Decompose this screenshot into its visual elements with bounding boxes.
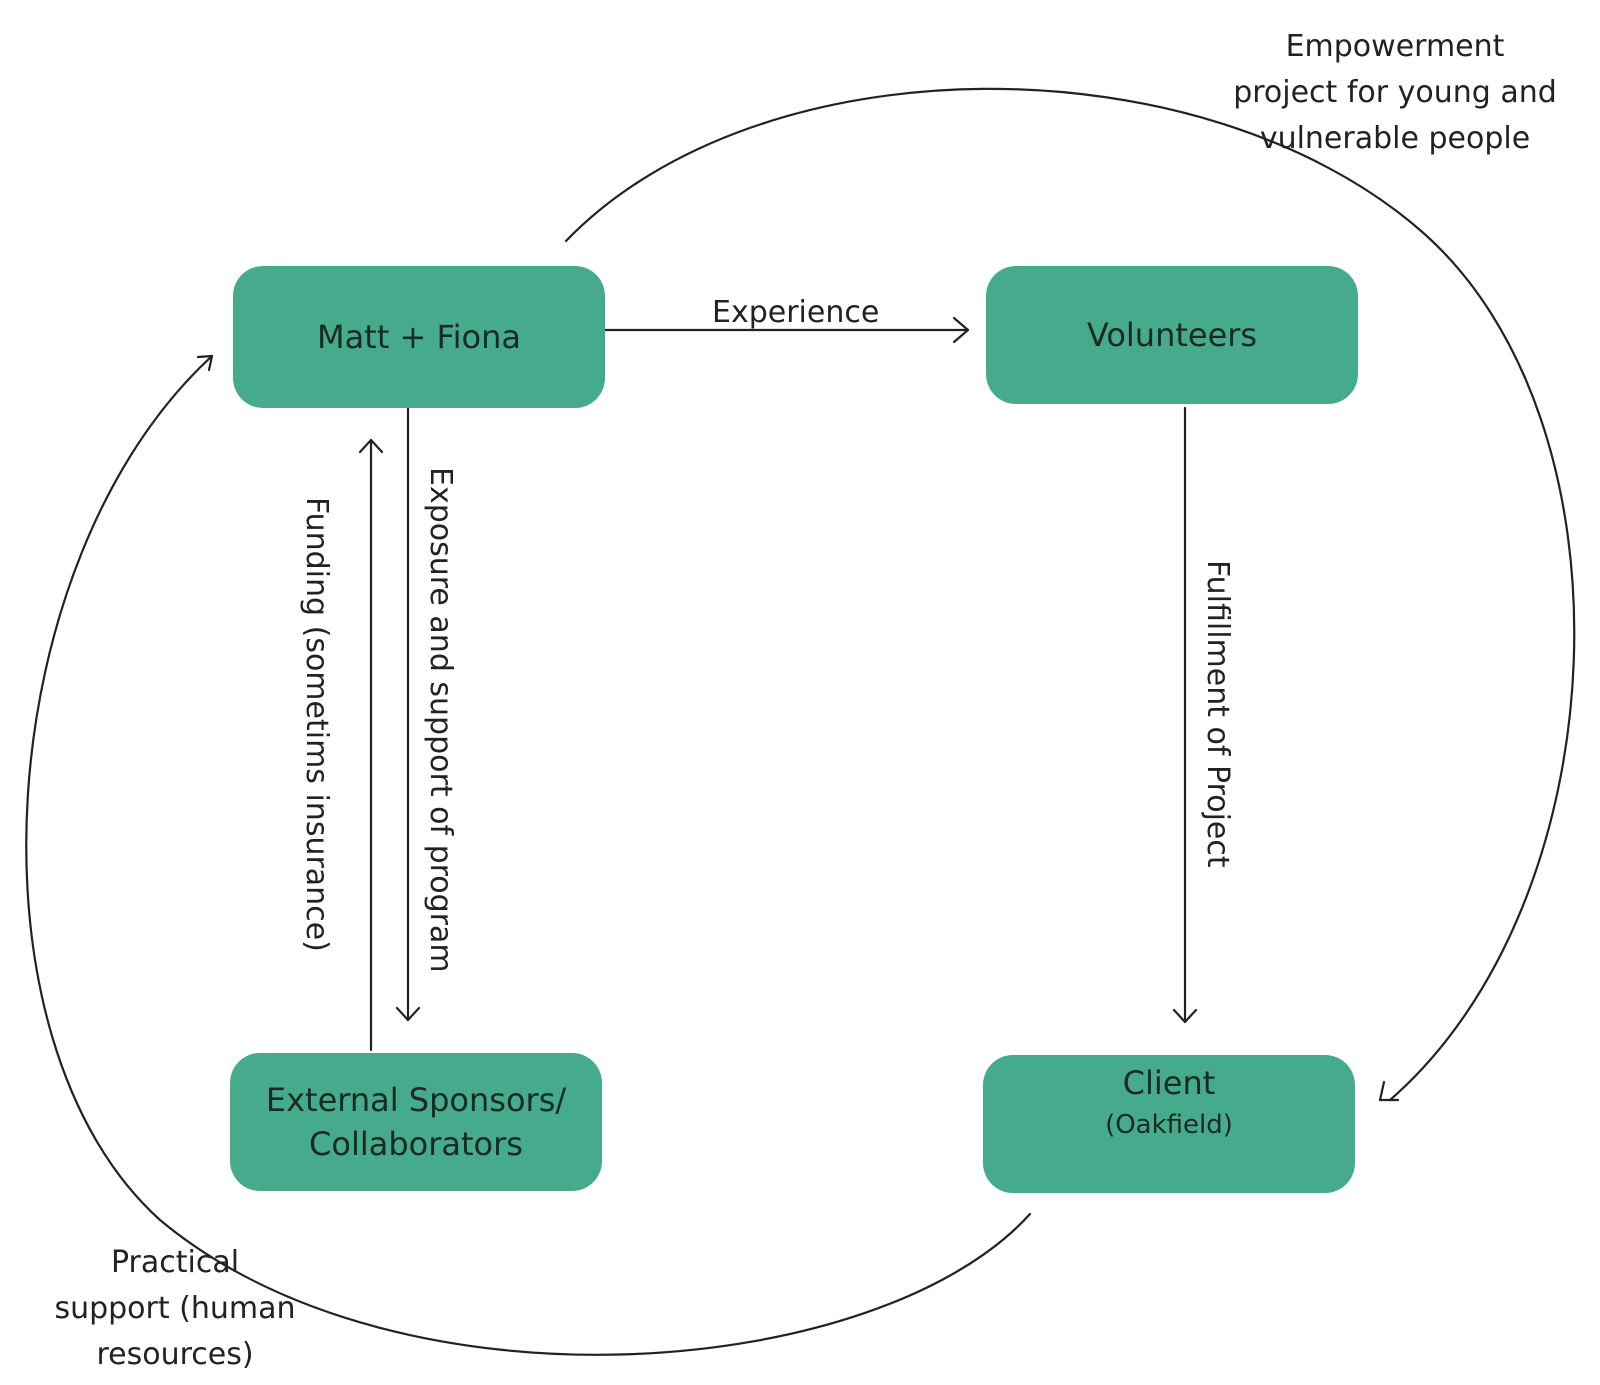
node-volunteers: Volunteers [986,266,1358,404]
label-empowerment: Empowerment project for young and vulner… [1220,24,1570,162]
node-matt-fiona: Matt + Fiona [233,266,605,408]
node-sponsors-line1: External Sponsors/ [265,1081,567,1119]
label-empowerment-line3: vulnerable people [1259,121,1531,156]
label-practical-line1: Practical [110,1245,240,1280]
empowerment-arc [564,87,1576,1102]
exposure-arrowhead [395,1006,421,1022]
label-fulfillment: Fulfillment of Project [1200,560,1235,868]
label-empowerment-line1: Empowerment [1285,29,1505,64]
label-practical-line2: support (human [54,1291,296,1326]
practical-support-arrowhead [196,354,214,372]
node-external-sponsors: External Sponsors/ Collaborators [230,1053,602,1191]
fulfillment-arrowhead [1172,1008,1198,1024]
node-client-line1: Client [1122,1064,1216,1102]
label-funding: Funding (sometims insurance) [299,497,334,952]
node-sponsors-line2: Collaborators [309,1125,523,1163]
label-exposure: Exposure and support of program [423,467,458,973]
node-client-line2: (Oakfield) [1105,1110,1233,1140]
label-practical-support: Practical support (human resources) [40,1240,310,1378]
node-client: Client (Oakfield) [983,1055,1355,1193]
empowerment-arrowhead [1378,1080,1400,1102]
label-experience: Experience [712,295,880,330]
node-matt-fiona-label: Matt + Fiona [317,318,521,356]
experience-arrowhead [952,316,970,344]
practical-support-arc [25,354,1032,1356]
label-empowerment-line2: project for young and [1233,75,1557,110]
funding-arrowhead [358,438,384,454]
label-practical-line3: resources) [96,1337,254,1372]
node-volunteers-label: Volunteers [1086,316,1258,354]
